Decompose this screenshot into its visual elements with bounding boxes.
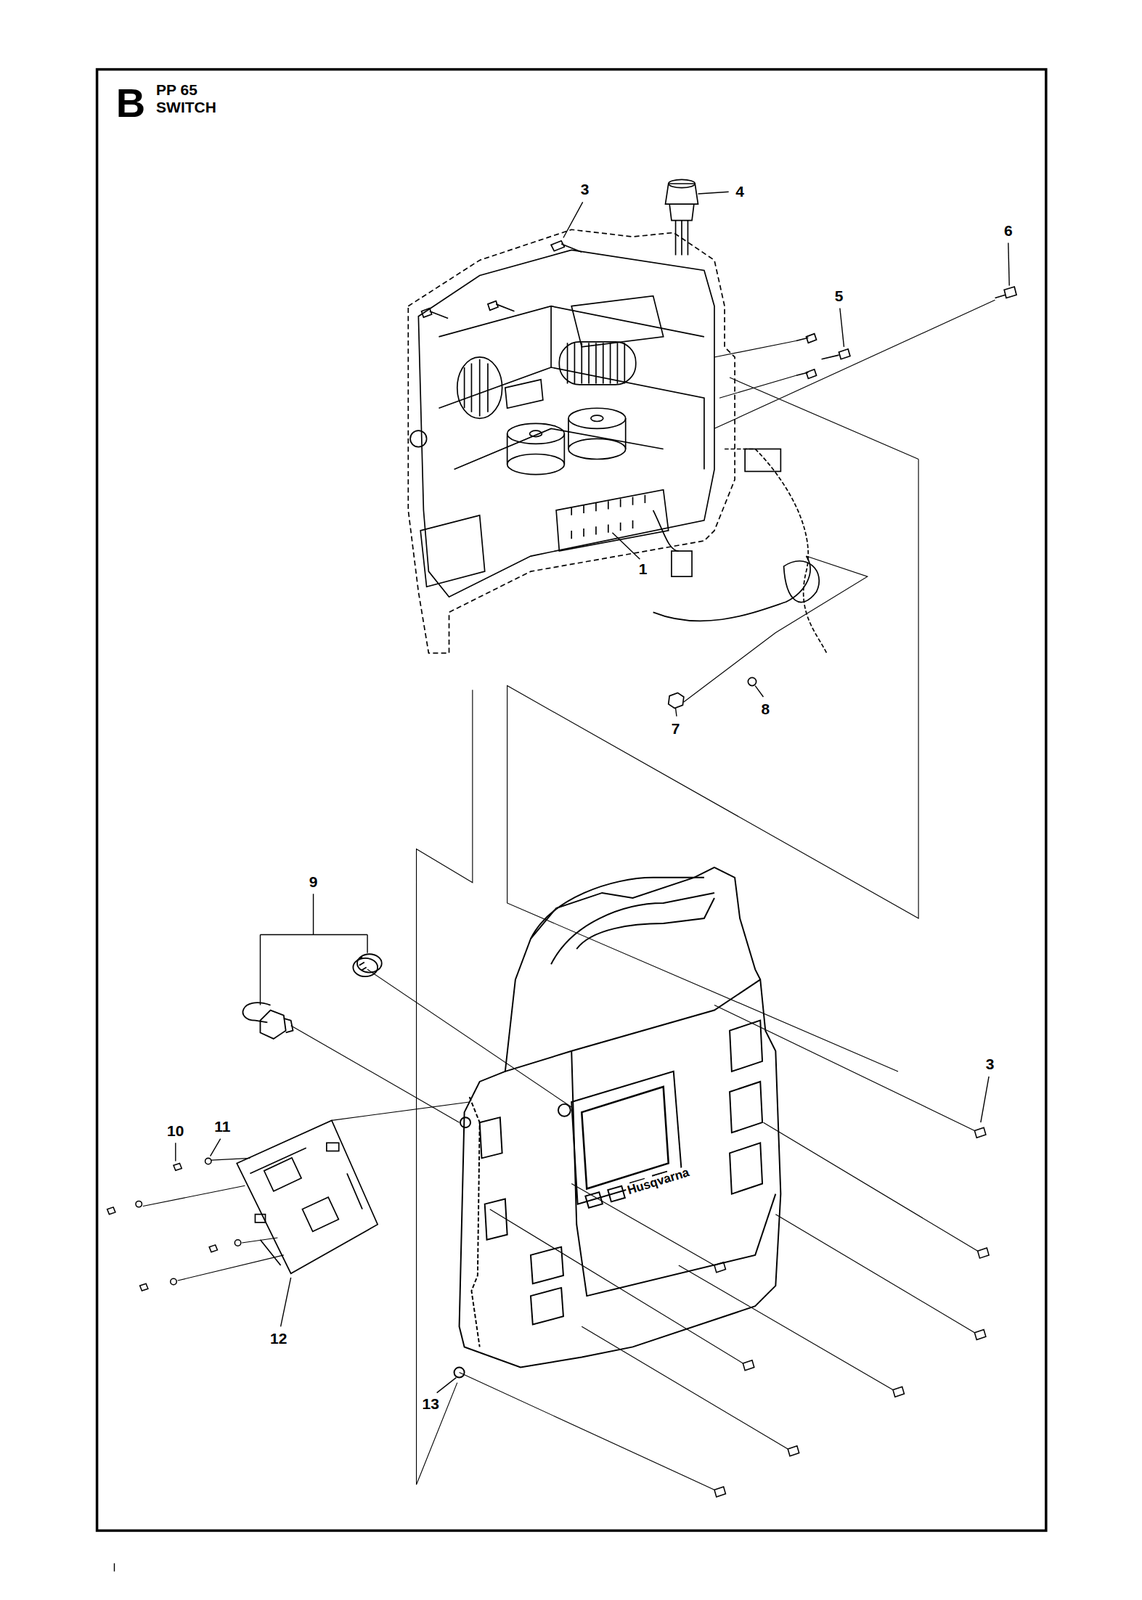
callout-number: 8 [760, 700, 770, 718]
callout-number: 1 [638, 561, 648, 578]
callout-number: 3 [985, 1056, 995, 1074]
callout-number: 4 [735, 183, 745, 201]
brand-logo-text: Husqvarna [624, 1165, 692, 1198]
callout-number: 5 [834, 287, 844, 305]
callout-number: 12 [270, 1330, 287, 1348]
callout-number: 10 [166, 1122, 184, 1140]
callout-number: 13 [422, 1396, 440, 1413]
section-letter: B [116, 80, 146, 126]
callout-number: 11 [214, 1118, 231, 1135]
callout-number: 7 [671, 720, 681, 737]
callout-number: 6 [1004, 222, 1013, 239]
callout-number: 9 [309, 873, 318, 891]
diagram-title: PP 65 SWITCH [156, 81, 229, 115]
callout-number: 3 [580, 181, 590, 199]
